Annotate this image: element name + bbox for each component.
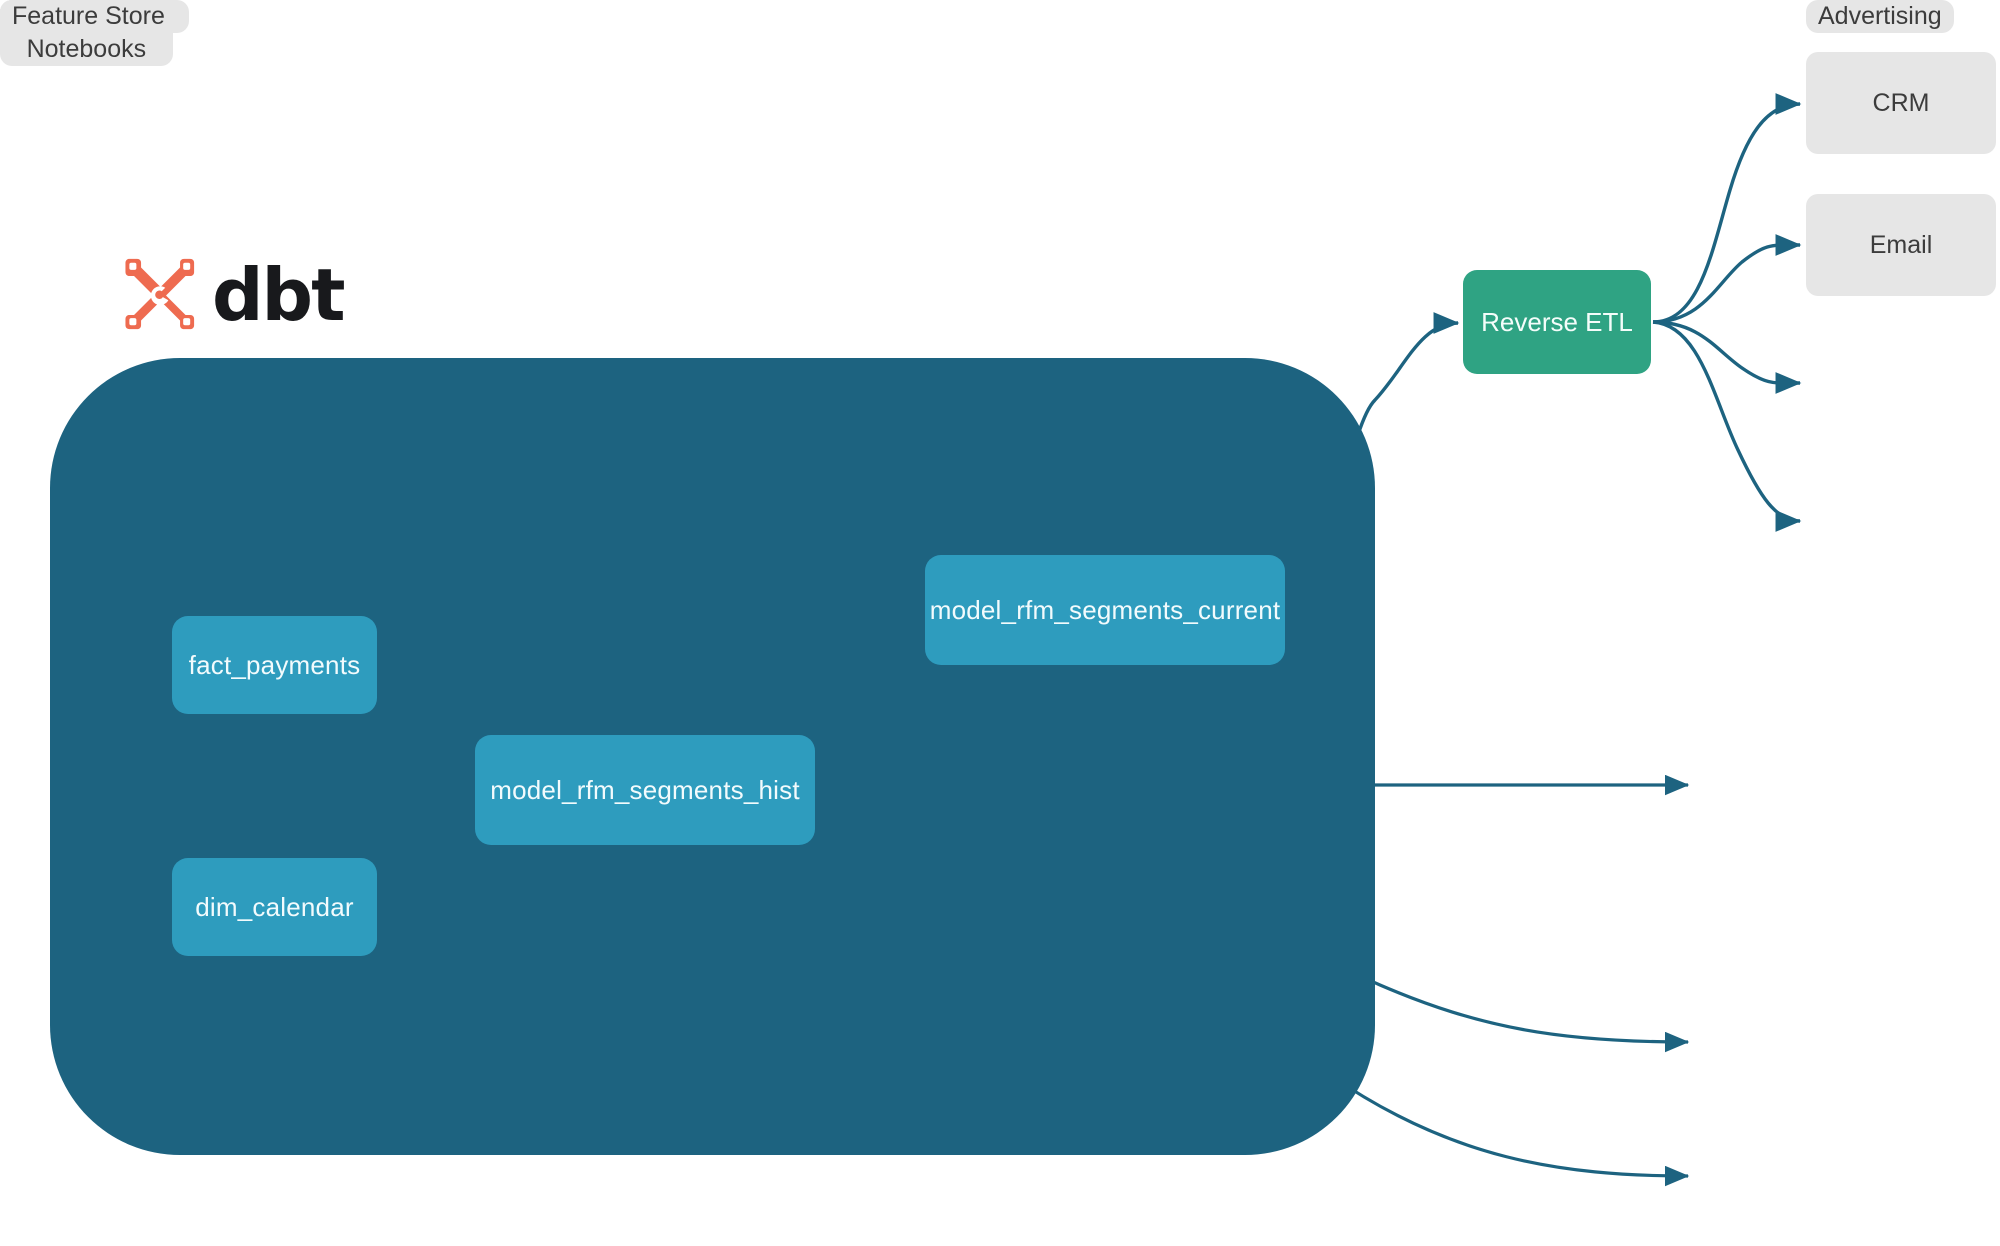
dbt-wordmark: dbt (212, 253, 345, 337)
model-node-fact-payments[interactable]: fact_payments (172, 616, 377, 714)
edge-reverse-etl-to-advertising (1652, 320, 1802, 394)
model-node-dim-calendar[interactable]: dim_calendar (172, 858, 377, 956)
destination-node-email[interactable]: Email (1806, 194, 1996, 296)
model-node-label: model_rfm_segments_current (929, 594, 1281, 625)
reverse-etl-node[interactable]: Reverse ETL (1463, 270, 1651, 374)
destination-label: Advertising (1818, 2, 1942, 30)
destination-label: Email (1869, 230, 1933, 259)
edge-reverse-etl-to-sms-push (1652, 320, 1802, 532)
edge-group-destinations (1652, 93, 1802, 532)
destination-node-crm[interactable]: CRM (1806, 52, 1996, 154)
consumer-node-feature-store[interactable]: Feature Store (0, 0, 177, 33)
dbt-logo-icon (125, 258, 195, 330)
destination-label: CRM (1872, 88, 1930, 117)
model-node-label: dim_calendar (195, 891, 354, 922)
model-node-model-rfm-segments-current[interactable]: model_rfm_segments_current (925, 555, 1285, 665)
edge-reverse-etl-to-email (1652, 234, 1802, 324)
model-node-model-rfm-segments-hist[interactable]: model_rfm_segments_hist (475, 735, 815, 845)
reverse-etl-label: Reverse ETL (1481, 306, 1633, 337)
destination-node-advertising[interactable]: Advertising (1806, 0, 1954, 33)
model-node-label: model_rfm_segments_hist (490, 774, 800, 805)
model-node-label: fact_payments (188, 649, 361, 680)
edge-reverse-etl-to-crm (1652, 93, 1802, 324)
dbt-brand: dbt (120, 253, 345, 337)
consumer-label: Feature Store (12, 2, 165, 30)
